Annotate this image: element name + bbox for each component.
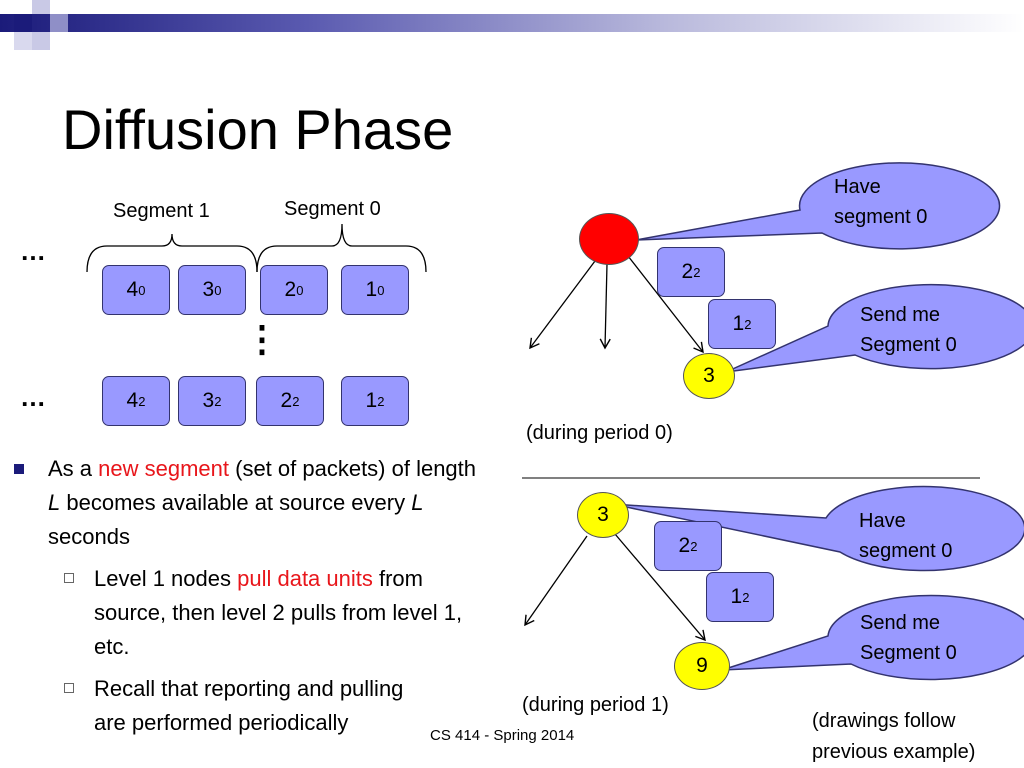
top-arrow-left	[529, 256, 599, 350]
bullet-sub-1: Level 1 nodes pull data units from sourc…	[12, 562, 484, 664]
segment1-label: Segment 1	[113, 200, 210, 222]
slide-title: Diffusion Phase	[62, 98, 454, 161]
segment0-label: Segment 0	[284, 198, 381, 220]
bullet-main: As a new segment (set of packets) of len…	[12, 452, 492, 554]
bubble-have-top: Have segment 0	[834, 176, 928, 228]
bubble-send-bottom: Send me Segment 0	[860, 612, 957, 664]
slide-footer: CS 414 - Spring 2014	[430, 727, 575, 744]
bottom-arrow-left	[524, 535, 588, 627]
segment0-brace	[256, 223, 427, 273]
decor-square-light	[32, 0, 50, 14]
bubble-send-top: Send me Segment 0	[860, 304, 957, 356]
segment1-brace	[86, 233, 258, 273]
decor-square-light	[14, 32, 32, 50]
child-node-top: 3	[683, 353, 735, 399]
caption-period-1: (during period 1)	[522, 694, 669, 716]
ellipsis-top: …	[20, 236, 49, 266]
decor-square-light	[32, 32, 50, 50]
vertical-dots: ⋮	[244, 318, 283, 359]
top-arrow-middle	[599, 263, 611, 350]
header-gradient-bar	[0, 14, 1024, 32]
square-bullet-icon	[14, 464, 24, 474]
hollow-square-bullet-icon	[64, 683, 74, 693]
parent-node-bottom: 3	[577, 492, 629, 538]
bubble-send-bottom-shape	[721, 594, 1024, 681]
ellipsis-bottom: …	[20, 382, 49, 412]
source-node	[579, 213, 639, 265]
caption-period-0: (during period 0)	[526, 422, 673, 444]
decor-square-mid	[50, 14, 68, 32]
bottom-arrow-to-child	[614, 533, 706, 642]
top-arrow-to-child	[627, 255, 704, 354]
decor-square-dark	[14, 14, 32, 32]
bubble-have-bottom: Have segment 0	[859, 510, 953, 562]
bubble-have-bottom-shape	[611, 485, 1024, 572]
drawing-note: (drawings follow previous example)	[812, 710, 976, 763]
child-node-bottom: 9	[674, 642, 730, 690]
bubble-have-top-shape	[635, 162, 1001, 250]
bullet-sub-2: Recall that reporting and pulling are pe…	[12, 672, 424, 740]
hollow-square-bullet-icon	[64, 573, 74, 583]
bubble-send-top-shape	[725, 283, 1024, 373]
bullet-list: As a new segment (set of packets) of len…	[12, 452, 492, 740]
